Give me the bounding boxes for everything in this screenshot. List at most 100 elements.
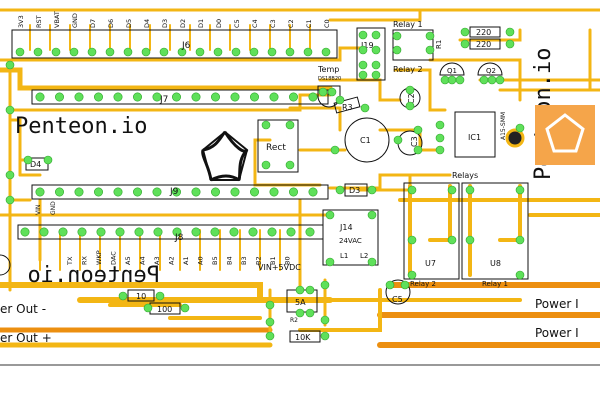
j19-outline [356,27,386,81]
transistor-q1 [439,62,465,76]
component-pad [320,315,330,325]
j8-pad [77,227,87,237]
j7-pad [269,92,279,102]
component-pad [479,75,489,85]
component-pad [407,235,417,245]
traces [0,8,600,348]
component-pad [495,75,505,85]
j9-pad [288,187,298,197]
component-pad [5,60,15,70]
j7-pad [35,92,45,102]
bottom-pin-label-b4: B4 [226,256,234,265]
bottom-pin-label-tx: TX [66,256,74,266]
top-header-pad [141,47,151,57]
component-pad [392,31,402,41]
diode-d3 [344,183,368,197]
orange-logo-icon [535,105,595,165]
component-pad [358,70,368,80]
j7-pad [288,92,298,102]
j7-pad [308,92,318,102]
component-pad [447,75,457,85]
j9-pad [152,187,162,197]
component-pad [261,120,271,130]
component-pad [5,195,15,205]
connector-j8-label: J8 [174,233,184,243]
component-pad [320,280,330,290]
j9-pad [230,187,240,197]
bottom-pin-label-b1: B1 [269,256,277,265]
top-header-pad [69,47,79,57]
component-pad [460,27,470,37]
component-pad [295,308,305,318]
component-pad [407,270,417,280]
component-pad [465,185,475,195]
top-header-pad [87,47,97,57]
relay2-top-label: Relay 2 [393,65,423,74]
temp-part-label: DS18B20 [318,76,341,82]
resistor-220-a [469,26,501,38]
component-pad [180,303,190,313]
j7-pads [35,92,318,102]
component-pad [367,210,377,220]
component-pad [405,85,415,95]
top-pin-label-d2: D2 [179,19,187,28]
component-pad [515,270,525,280]
j9-pad [191,187,201,197]
l2-label: L2 [360,252,368,260]
component-pad [447,235,457,245]
top-header-pad [321,47,331,57]
top-header-pad [231,47,241,57]
top-pin-label-c3: C3 [269,19,277,28]
top-header-pad [285,47,295,57]
bottom-pin-label-a2: A2 [168,256,176,265]
component-pad [320,331,330,341]
mount-hole-left [0,254,11,276]
top-pin-label-d3: D3 [161,19,169,28]
j14-outline [322,209,379,266]
relay-small-outline [392,29,434,61]
top-header-pad [303,47,313,57]
top-header-pad [105,47,115,57]
component-pad [335,95,345,105]
bottom-pin-label-a5: A5 [124,256,132,265]
component-pad [435,120,445,130]
connector-j7-label: J7 [159,95,168,105]
component-pad [327,87,337,97]
d3-label: D3 [349,186,360,195]
component-pad [435,133,445,143]
bottom-pin-label-b3: B3 [240,256,248,265]
top-header-pads [15,47,331,57]
component-pad [265,317,275,327]
u8-label: U8 [490,259,501,268]
vac-label: 24VAC [339,237,362,245]
component-pad [358,30,368,40]
j9-pad [35,187,45,197]
resistor-r1-label: R1 [435,40,443,49]
j9-pads [35,187,318,197]
misc-pads [5,27,525,341]
component-pad [367,185,377,195]
j8-pad [191,227,201,237]
fuse-label: 5A [295,298,306,307]
component-pad [487,75,497,85]
component-pad [505,27,515,37]
power-in-2-label: Power I [535,326,579,340]
j8-pad [248,227,258,237]
j9-pad [211,187,221,197]
component-pad [435,145,445,155]
resistor-10k-label: 10K [295,333,311,342]
j7-pad [250,92,260,102]
component-pad [335,185,345,195]
j8-pad [20,227,30,237]
component-pad [413,145,423,155]
component-pad [358,45,368,55]
top-pin-label-c2: C2 [287,19,295,28]
j9-pad [269,187,279,197]
j7-pad [191,92,201,102]
bottom-pin-label-a3: A3 [153,256,161,265]
top-pin-label-d4: D4 [143,19,151,28]
power-out-minus-label: er Out - [0,302,46,316]
r3-label: R3 [342,103,353,112]
j9-pad [133,187,143,197]
